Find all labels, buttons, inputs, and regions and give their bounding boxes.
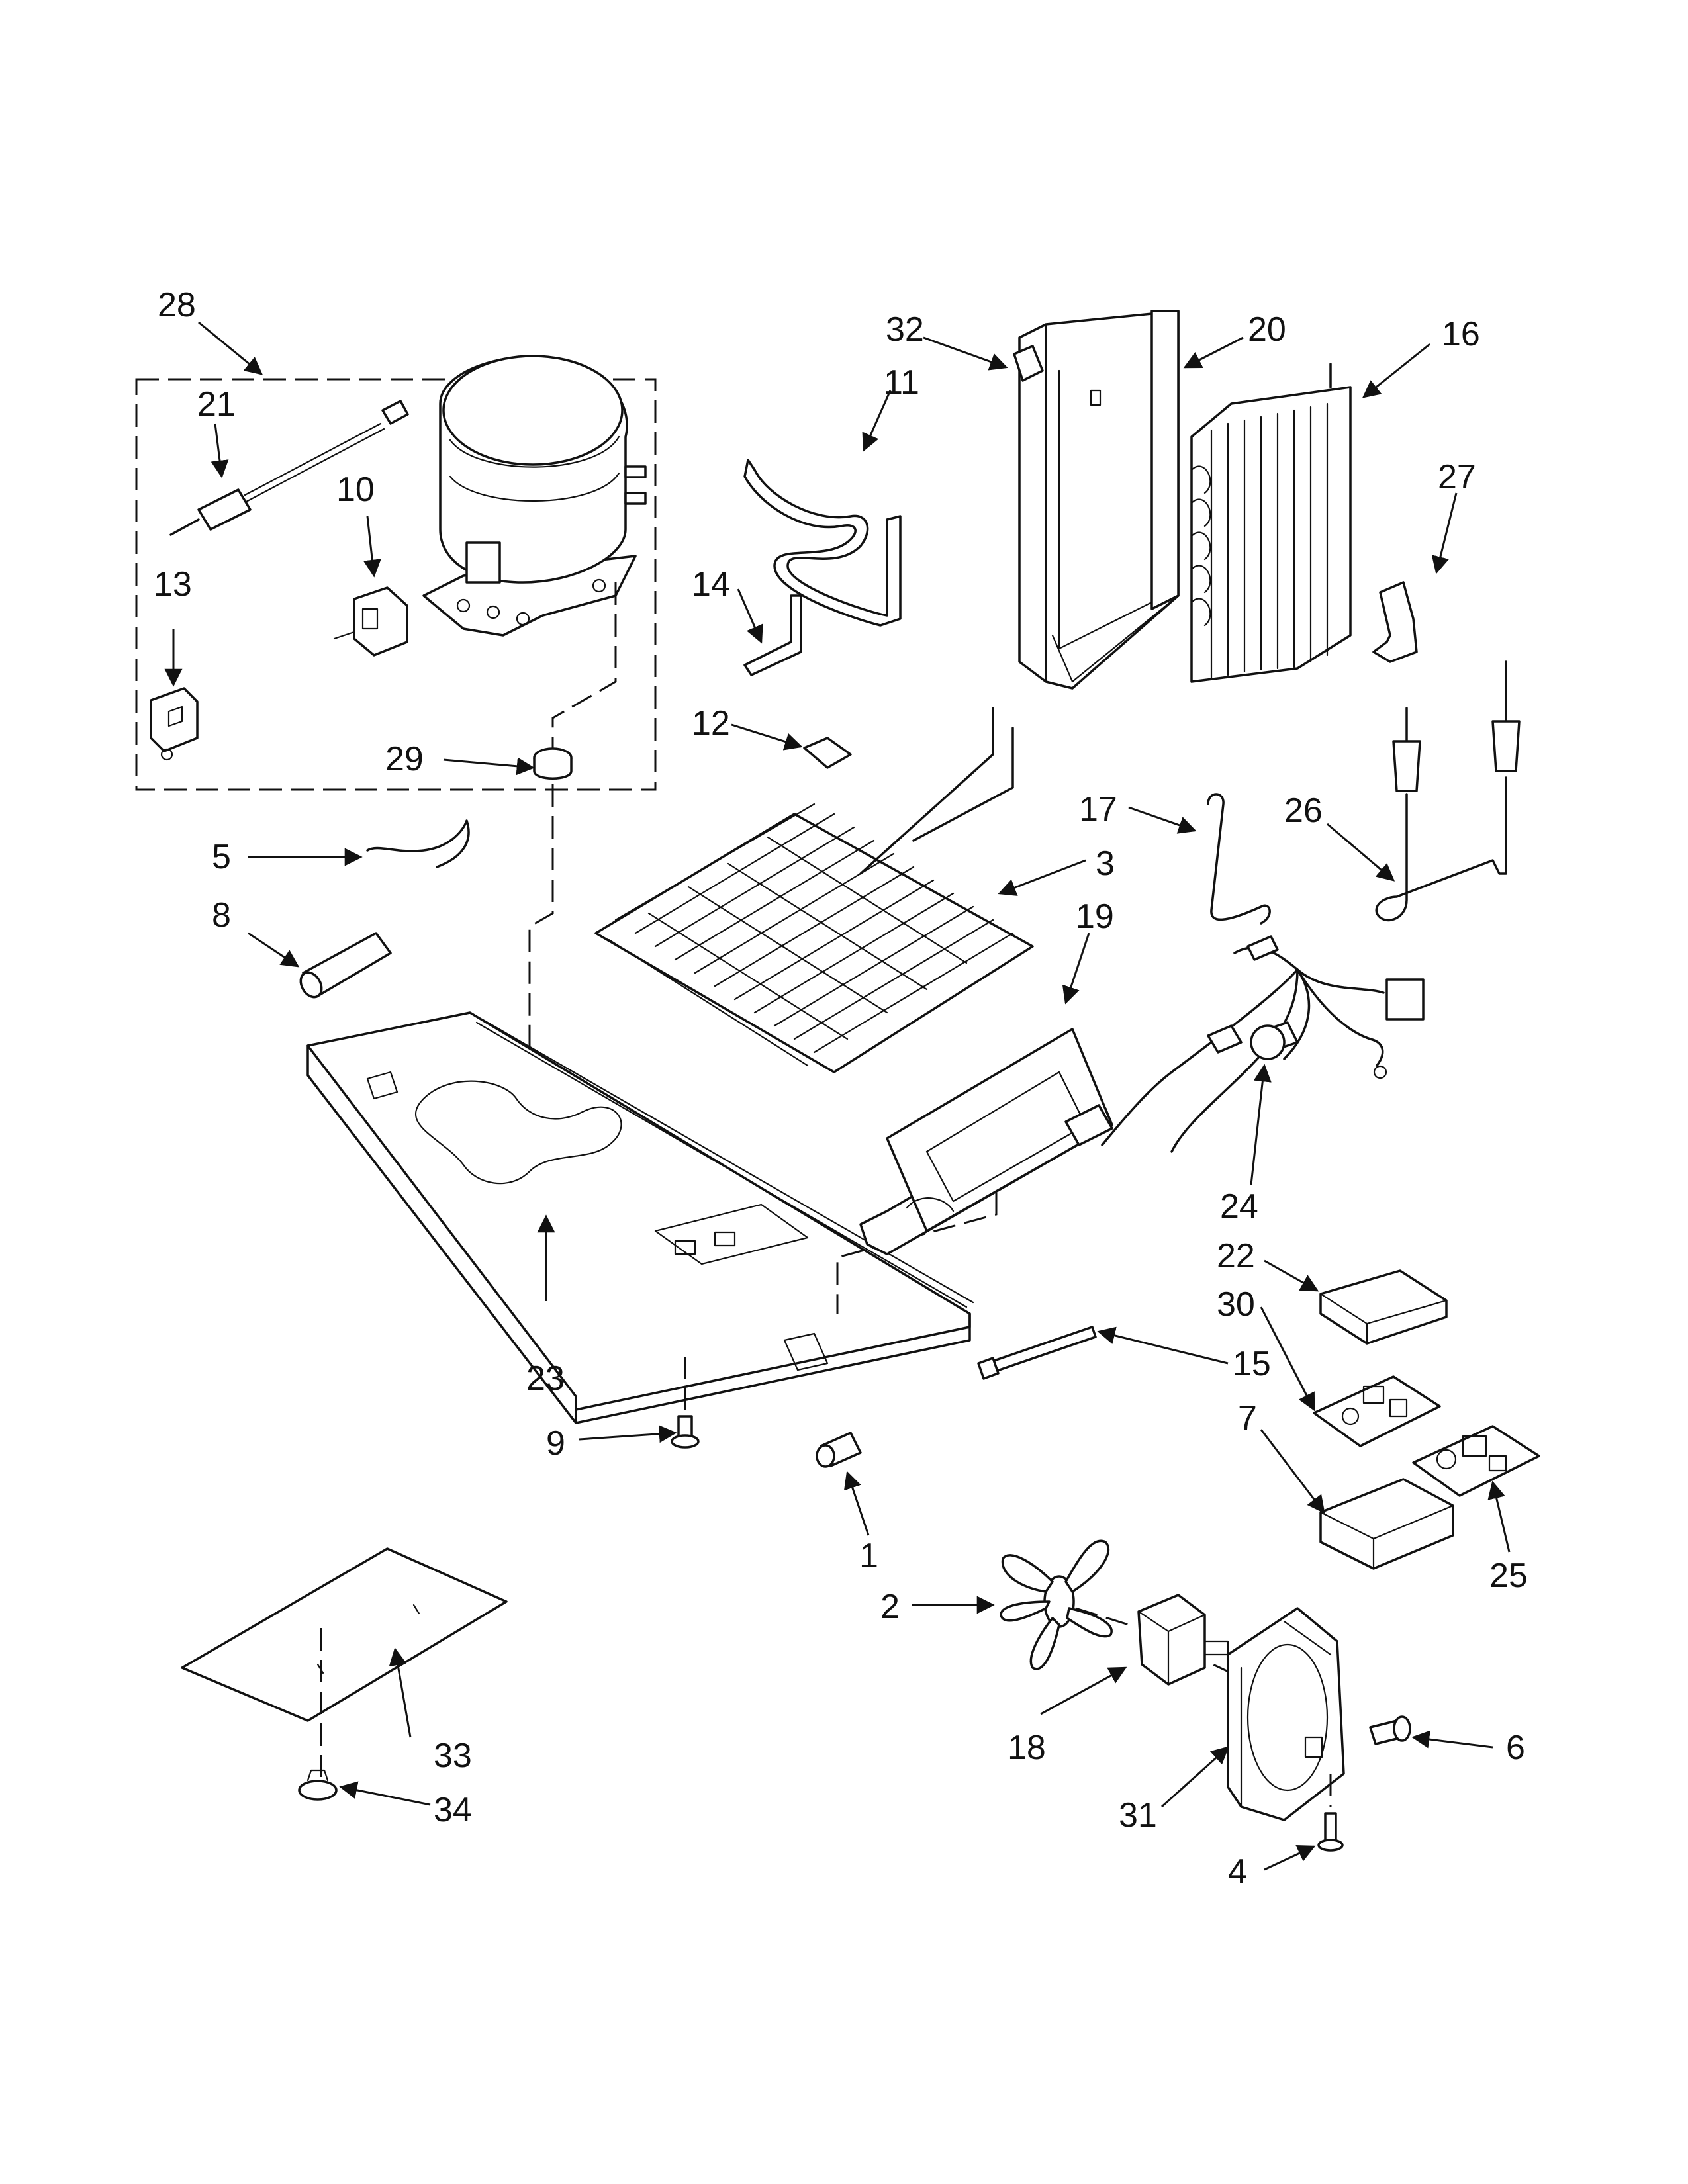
part-1-plug xyxy=(816,1432,862,1468)
part-18-fan-motor xyxy=(1137,1594,1229,1686)
callout-16: 16 xyxy=(1442,315,1480,353)
callout-7: 7 xyxy=(1238,1399,1257,1437)
callout-23: 23 xyxy=(526,1359,565,1398)
callout-21: 21 xyxy=(197,385,236,424)
part-16-condenser xyxy=(1190,363,1352,683)
callout-20: 20 xyxy=(1248,310,1286,349)
part-7-board-enclosure xyxy=(1319,1478,1454,1570)
part-26-drier-tube xyxy=(1375,660,1521,921)
part-22-cover xyxy=(1319,1269,1448,1345)
callout-19: 19 xyxy=(1076,897,1114,936)
part-34-clip xyxy=(298,1769,338,1801)
callout-28: 28 xyxy=(158,286,196,324)
part-20-fan-shroud xyxy=(1018,310,1180,690)
callout-12: 12 xyxy=(692,704,730,743)
part-5-wire-clip xyxy=(366,819,470,868)
part-11-tube xyxy=(743,459,902,627)
callout-13: 13 xyxy=(154,565,192,604)
part-14-tube xyxy=(743,594,802,676)
part-10-overload-protector xyxy=(333,586,408,657)
part-24-wire-harness xyxy=(1064,935,1425,1153)
part-9-screw xyxy=(671,1357,700,1449)
part-17-wire-rod xyxy=(1207,793,1271,925)
callout-14: 14 xyxy=(692,565,730,604)
part-2-fan-blade xyxy=(1000,1539,1113,1670)
compressor-to-grommet-dashed xyxy=(551,582,617,748)
callout-4: 4 xyxy=(1228,1852,1247,1891)
callout-6: 6 xyxy=(1506,1729,1525,1767)
callout-15: 15 xyxy=(1233,1345,1271,1383)
callout-27: 27 xyxy=(1438,458,1476,496)
callout-10: 10 xyxy=(336,471,375,509)
callout-25: 25 xyxy=(1489,1557,1528,1595)
part-33-insulation-sheet xyxy=(181,1547,508,1722)
part-15-cable-tie xyxy=(977,1326,1097,1380)
part-6-screw xyxy=(1369,1715,1411,1745)
part-19-drain-pan xyxy=(859,1028,1113,1255)
part-25-power-board xyxy=(1412,1425,1540,1497)
callout-18: 18 xyxy=(1008,1729,1046,1767)
callout-labels: 28 21 10 13 29 5 8 23 9 1 2 18 31 6 4 33… xyxy=(154,286,1528,1891)
callout-2: 2 xyxy=(880,1588,900,1626)
part-12-clip xyxy=(803,737,852,769)
callout-33: 33 xyxy=(434,1737,472,1775)
callout-32: 32 xyxy=(886,310,924,349)
part-29-grommet xyxy=(533,747,573,780)
callout-31: 31 xyxy=(1119,1796,1157,1835)
part-23-base-pan xyxy=(306,1011,974,1424)
part-21-filter-drier xyxy=(169,400,409,536)
part-4-screw xyxy=(1317,1774,1344,1852)
callout-17: 17 xyxy=(1079,790,1117,829)
part-13-start-relay xyxy=(150,687,199,761)
grommet-to-base-dashed xyxy=(528,784,554,1066)
callout-30: 30 xyxy=(1217,1285,1255,1324)
callout-5: 5 xyxy=(212,838,231,876)
callout-24: 24 xyxy=(1220,1187,1258,1226)
callout-8: 8 xyxy=(212,896,231,934)
callout-34: 34 xyxy=(434,1791,472,1829)
compressor xyxy=(422,355,647,637)
part-31-fan-bracket xyxy=(1227,1607,1345,1821)
callout-29: 29 xyxy=(385,740,424,778)
part-8-tube xyxy=(299,932,392,999)
callout-1: 1 xyxy=(859,1537,878,1575)
callout-9: 9 xyxy=(546,1424,565,1463)
callout-3: 3 xyxy=(1096,844,1115,883)
compressor-kit-dashed-box xyxy=(135,378,657,791)
part-3-condenser-coil xyxy=(594,707,1034,1073)
callout-22: 22 xyxy=(1217,1237,1255,1275)
callout-11: 11 xyxy=(884,363,919,402)
leader-lines xyxy=(164,321,1511,1871)
part-32-clip xyxy=(1013,345,1044,382)
callout-26: 26 xyxy=(1284,792,1323,830)
part-27-bracket xyxy=(1372,581,1418,663)
part-30-control-board xyxy=(1313,1375,1441,1447)
